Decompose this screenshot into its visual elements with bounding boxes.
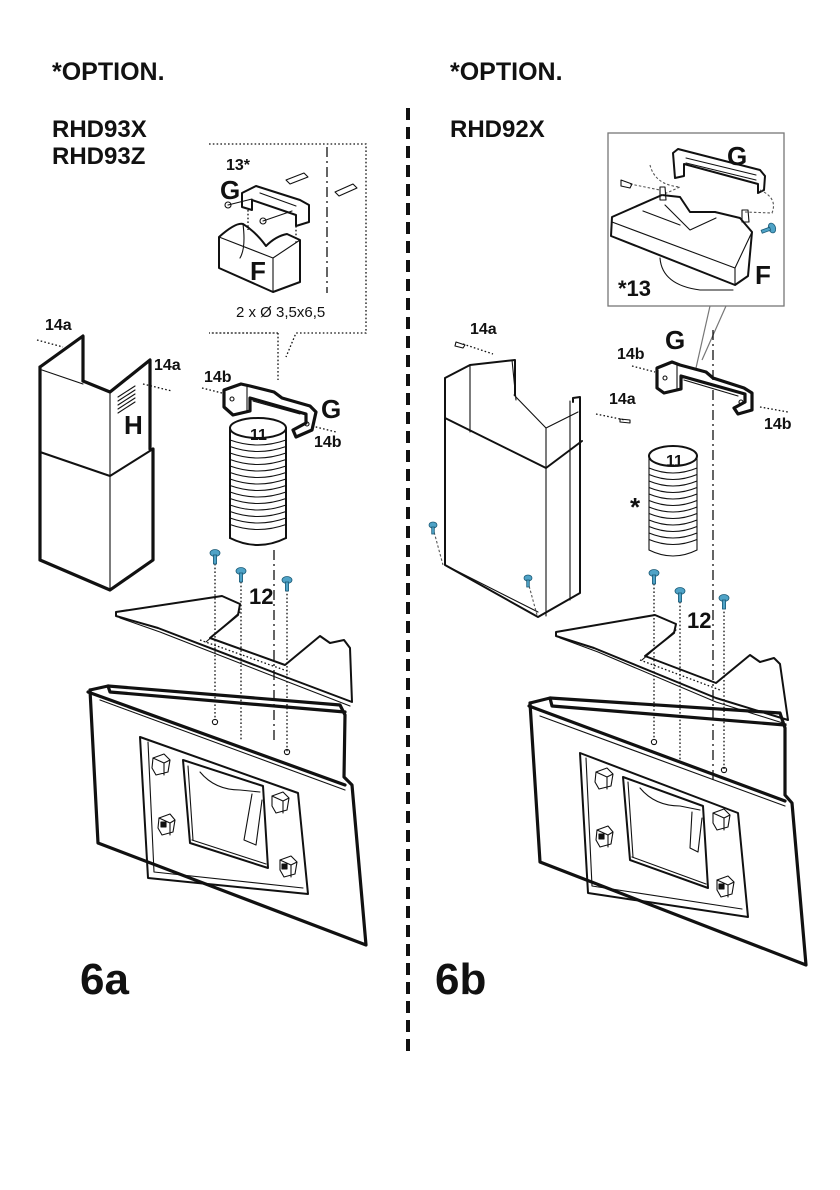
part-label-g: G — [321, 394, 342, 424]
screws-6a — [209, 549, 293, 592]
chimney-6a — [36, 334, 173, 592]
part-label-g-callout: G — [727, 141, 748, 171]
part-label-13: 13* — [226, 157, 251, 174]
duct-rib — [648, 538, 698, 546]
vent-slots-icon — [117, 385, 136, 414]
screw-spec: 2 x Ø 3,5x6,5 — [236, 304, 326, 321]
duct-rib — [229, 517, 287, 524]
part-label-11: 11 — [666, 453, 683, 470]
model-label: RHD93X — [52, 116, 147, 143]
duct-rib — [229, 484, 287, 492]
duct-rib — [648, 532, 698, 539]
part-label-11: 11 — [250, 427, 267, 444]
hood-body-6b — [527, 696, 808, 967]
duct-rib — [229, 523, 287, 531]
duct-rib — [229, 510, 287, 518]
model-label: RHD92X — [450, 116, 545, 143]
part-label-12: 12 — [687, 608, 712, 633]
part-label-14a: 14a — [470, 321, 497, 338]
callout-box-6a — [209, 143, 367, 380]
duct-rib — [229, 439, 287, 446]
part-label-14b: 14b — [617, 346, 645, 363]
flexible-duct-6a — [229, 417, 287, 546]
duct-rib — [229, 458, 287, 466]
mounting-plate-6b — [555, 614, 789, 725]
duct-rib — [648, 473, 698, 481]
figure-label-6a: 6a — [80, 955, 129, 1004]
part-label-14b: 14b — [314, 434, 342, 451]
flexible-duct-6b — [648, 445, 698, 557]
duct-rib — [229, 452, 287, 459]
part-label-14a: 14a — [609, 391, 636, 408]
duct-rib — [229, 471, 287, 479]
option-heading-left: *OPTION. — [52, 58, 165, 86]
duct-rib — [648, 480, 698, 487]
optional-mark: * — [630, 492, 641, 522]
part-label-14a: 14a — [154, 357, 181, 374]
part-label-f: F — [250, 256, 266, 286]
part-label-12: 12 — [249, 584, 274, 609]
hood-body-6a — [86, 684, 368, 947]
part-label-g-callout: G — [220, 175, 241, 205]
duct-rib — [229, 478, 287, 485]
figure-label-6b: 6b — [435, 955, 487, 1004]
duct-rib — [229, 504, 287, 511]
duct-rib — [648, 519, 698, 526]
part-label-14b: 14b — [204, 369, 232, 386]
part-label-14b: 14b — [764, 416, 792, 433]
duct-rib — [229, 491, 287, 498]
model-label: RHD93Z — [52, 143, 146, 170]
part-label-h: H — [124, 410, 143, 440]
duct-rib — [648, 525, 698, 533]
part-label-13: *13 — [618, 276, 652, 301]
wall-bracket-6a — [201, 382, 337, 439]
chimney-6b — [428, 341, 631, 618]
part-label-14a: 14a — [45, 317, 72, 334]
part-label-g: G — [665, 325, 686, 355]
duct-rib — [229, 445, 287, 453]
mounting-plate-6a — [115, 595, 353, 707]
screws-6b — [648, 569, 730, 610]
duct-rib — [648, 512, 698, 520]
option-heading-right: *OPTION. — [450, 58, 563, 86]
callout-box-6b — [607, 132, 785, 369]
part-label-f: F — [755, 260, 771, 290]
duct-rib — [229, 465, 287, 472]
duct-rib — [648, 499, 698, 507]
duct-rib — [648, 493, 698, 500]
duct-rib — [229, 497, 287, 505]
duct-rib — [648, 467, 698, 474]
duct-rib — [648, 506, 698, 513]
wall-bracket-6b — [631, 360, 789, 416]
duct-rib — [648, 486, 698, 494]
